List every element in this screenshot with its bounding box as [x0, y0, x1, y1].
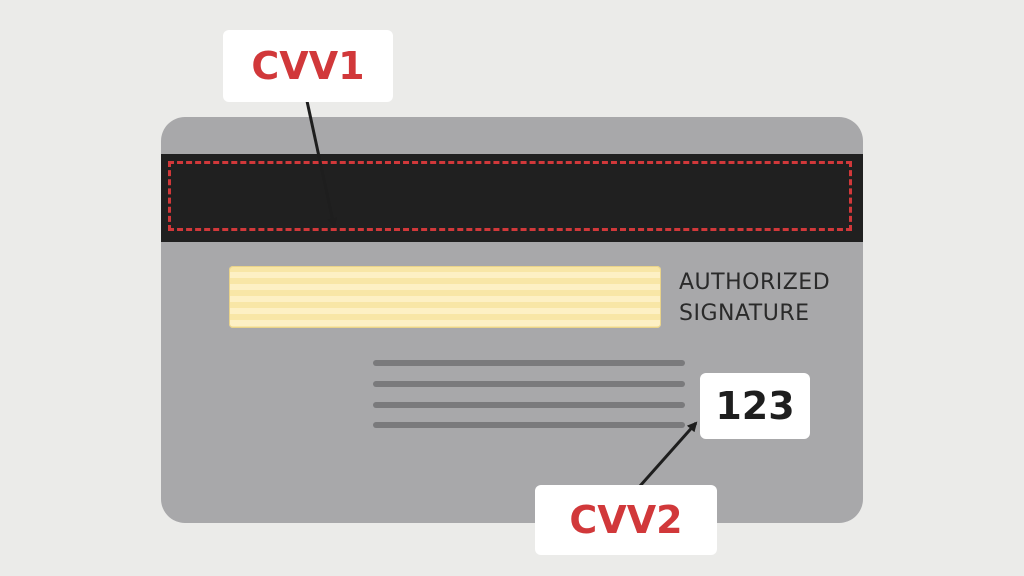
cvv-code-value: 123: [715, 384, 795, 428]
text-line: [373, 402, 685, 408]
text-line: [373, 360, 685, 366]
signature-panel: [229, 266, 661, 328]
magnetic-stripe-highlight: [168, 161, 852, 231]
cvv2-label: CVV2: [569, 498, 683, 542]
text-line: [373, 381, 685, 387]
signature-label: AUTHORIZED SIGNATURE: [679, 267, 849, 329]
cvv1-label: CVV1: [251, 44, 365, 88]
text-line: [373, 422, 685, 428]
magnetic-stripe: [161, 154, 863, 242]
cvv-code-box: 123: [700, 373, 810, 439]
cvv1-callout: CVV1: [223, 30, 393, 102]
card-back: AUTHORIZED SIGNATURE 123: [161, 117, 863, 523]
cvv2-callout: CVV2: [535, 485, 717, 555]
signature-label-line1: AUTHORIZED: [679, 270, 831, 295]
signature-label-line2: SIGNATURE: [679, 301, 810, 326]
